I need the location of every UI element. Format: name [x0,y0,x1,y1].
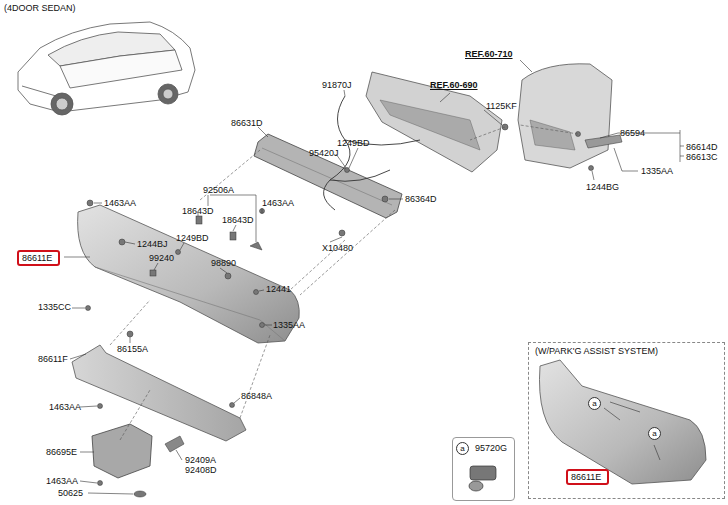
callout-number: 1249BD [337,138,370,148]
bumper-cover-parking [539,360,706,484]
callout-number: 86614D [686,142,718,152]
node-text: a [460,444,464,453]
callout-number: 95420J [309,148,339,158]
car-sketch [18,22,195,115]
callout-number: 1335AA [641,166,673,176]
callout-number: 18643D [182,206,214,216]
callout-number: 1463AA [46,476,78,486]
quarter-panel [518,64,612,168]
node-text: 86611E [22,253,52,263]
quarter-panel-detail [530,120,575,150]
callout-number: (4DOOR SEDAN) [4,3,76,13]
callout-number: 12441 [266,284,291,294]
callout-number: 50625 [58,488,83,498]
callout-number: X10480 [322,243,353,253]
callout-number: 92409A [185,455,216,465]
node-text: 86611E [571,472,601,482]
callout-number: 1244BJ [137,239,168,249]
sensor-box: 95720G a [452,437,515,501]
callout-number: 86848A [241,391,272,401]
callout-number: 98890 [211,258,236,268]
tail-panel [366,72,502,172]
leader-lines [64,60,684,494]
callout-number: 1249BD [176,233,209,243]
node-text: a [592,399,596,408]
callout-number: 86695E [46,447,77,457]
node-text: (W/PARK'G ASSIST SYSTEM) [535,346,658,356]
callout-number: REF.60-710 [465,49,513,59]
callout-number: 1125KF [486,101,517,111]
rear-diffuser [72,345,246,441]
callout-number: 1463AA [104,198,136,208]
callout-number: 1463AA [49,402,81,412]
callout-number: 99240 [149,253,174,263]
reflector [165,436,184,452]
option-panel: (W/PARK'G ASSIST SYSTEM) a a 86611E [528,342,725,499]
node-text: 95720G [475,443,507,453]
callout-number: 91870J [322,80,352,90]
reference-circle: a [648,427,661,440]
bumper-beam [254,134,402,218]
callout-number: 1335AA [273,320,305,330]
callout-number: 86155A [117,344,148,354]
callout-number: 86631D [231,118,263,128]
callout-number: 1244BG [586,182,619,192]
bumper-cover [78,205,300,343]
reference-circle: a [456,442,469,455]
callout-number: 92506A [203,185,234,195]
callout-number: 86364D [405,194,437,204]
callout-number: 86613C [686,152,718,162]
fasteners [86,124,594,497]
under-cover [92,424,152,478]
parking-sensor [469,466,496,491]
callout-number: REF.60-690 [430,80,478,90]
callout-number: 1335CC [38,302,71,312]
tail-panel-detail [380,100,480,150]
callout-number: 86594 [620,128,645,138]
dashed-guides [110,125,578,440]
node-text: a [652,429,656,438]
callout-number: 92408D [185,465,217,475]
callout-number: 86611F [38,354,68,364]
part-number-highlight: 86611E [566,469,609,485]
part-number-highlight: 86611E [17,250,60,266]
reference-circle: a [588,397,601,410]
callout-number: 1463AA [262,198,294,208]
callout-number: 18643D [222,215,254,225]
